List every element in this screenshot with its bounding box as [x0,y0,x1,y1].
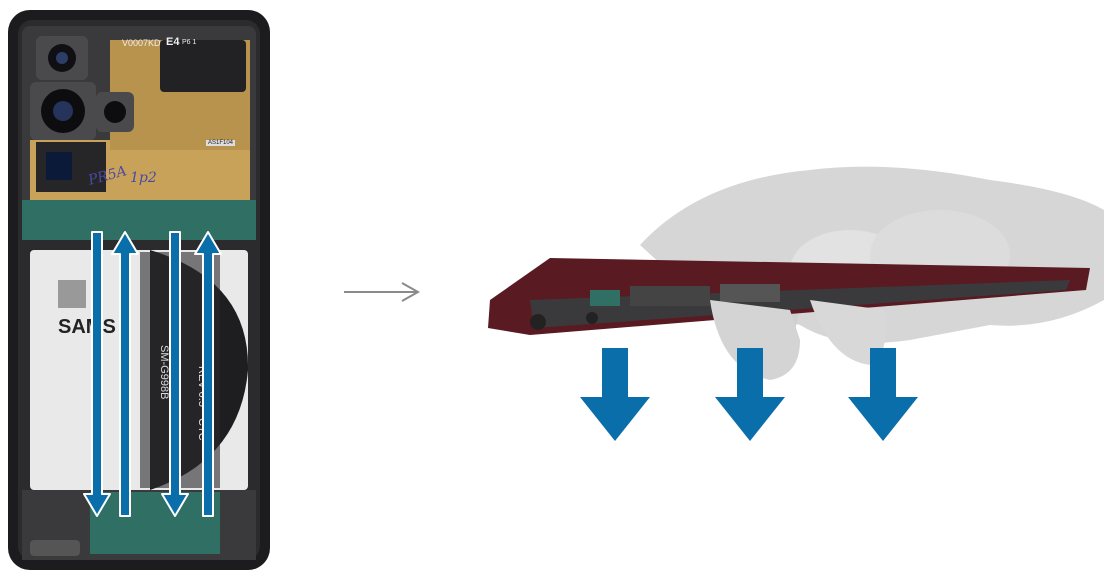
flex-arrows [0,0,280,574]
arrow-down-icon [84,232,110,516]
arrow-down-icon [848,348,918,441]
arrow-down-icon [162,232,188,516]
arrow-down-icon [580,348,650,441]
arrow-right-icon [340,280,430,304]
arrow-down-icon [715,348,785,441]
arrow-up-icon [195,232,221,516]
lift-arrows [560,345,940,445]
arrow-up-icon [112,232,138,516]
